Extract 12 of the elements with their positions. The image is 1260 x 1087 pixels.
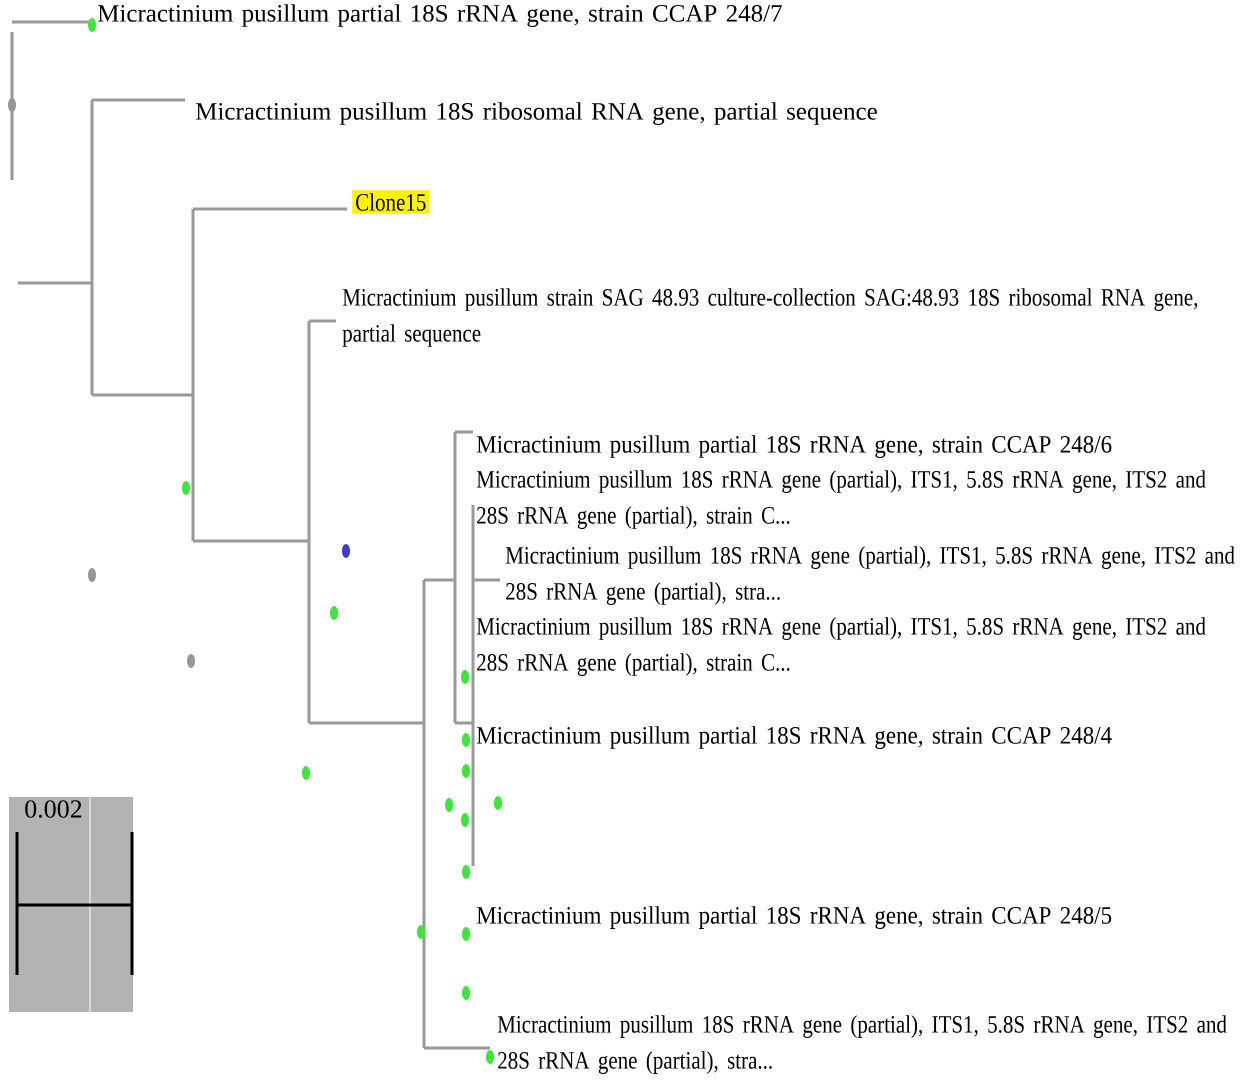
leaf-label: Micractinium pusillum partial 18S rRNA gene, strain CCAP 248/4 bbox=[476, 726, 1112, 749]
leaf-label: Micractinium pusillum strain SAG 48.93 culture-collection SAG:48.93 18S ribosomal RNA gene, partial sequence bbox=[342, 288, 1198, 347]
scale-label: 0.002 bbox=[25, 800, 82, 818]
leaf-label: Micractinium pusillum partial 18S rRNA gene, strain CCAP 248/7 bbox=[97, 4, 782, 27]
leaf-label: Micractinium pusillum 18S rRNA gene (partial), ITS1, 5.8S rRNA gene, ITS2 and 28S rRNA gene (partial), stra... bbox=[497, 1015, 1227, 1074]
leaf-label: Micractinium pusillum partial 18S rRNA gene, strain CCAP 248/5 bbox=[476, 906, 1112, 929]
highlighted-label: Clone15 bbox=[352, 190, 430, 214]
leaf-label: Micractinium pusillum 18S rRNA gene (partial), ITS1, 5.8S rRNA gene, ITS2 and 28S rRNA gene (partial), stra... bbox=[505, 546, 1235, 605]
leaf-label: Micractinium pusillum partial 18S rRNA gene, strain CCAP 248/6 bbox=[476, 435, 1112, 458]
leaf-label: Micractinium pusillum 18S rRNA gene (partial), ITS1, 5.8S rRNA gene, ITS2 and 28S rRNA gene (partial), strain C... bbox=[476, 470, 1206, 529]
leaf-label: Micractinium pusillum 18S ribosomal RNA gene, partial sequence bbox=[195, 102, 877, 125]
leaf-label: Micractinium pusillum 18S rRNA gene (partial), ITS1, 5.8S rRNA gene, ITS2 and 28S rRNA gene (partial), strain C... bbox=[476, 617, 1206, 676]
